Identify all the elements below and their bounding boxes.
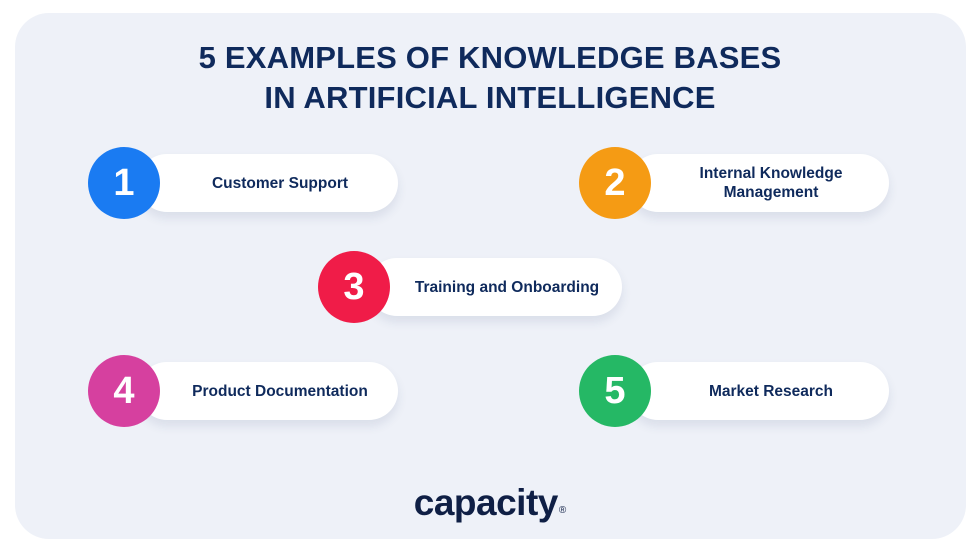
example-item-1: Customer Support 1	[88, 147, 400, 219]
example-label-1: Customer Support	[211, 174, 349, 192]
example-item-4: Product Documentation 4	[88, 355, 400, 427]
example-label-2: Internal Knowledge Management	[699, 165, 843, 201]
example-pill-2: Internal Knowledge Management	[629, 154, 889, 212]
example-item-5: Market Research 5	[579, 355, 891, 427]
number-5: 5	[604, 369, 626, 412]
registered-mark: ®	[558, 505, 567, 516]
example-pill-4: Product Documentation	[138, 362, 398, 420]
example-label-3: Training and Onboarding	[414, 278, 600, 296]
number-2: 2	[604, 161, 626, 204]
example-pill-3: Training and Onboarding	[368, 258, 622, 316]
number-badge-3: 3	[318, 251, 390, 323]
example-item-3: Training and Onboarding 3	[318, 251, 624, 323]
title-line-1: 5 EXAMPLES OF KNOWLEDGE BASES	[198, 40, 782, 75]
logo-text: capacity	[413, 482, 559, 523]
example-label-5: Market Research	[708, 382, 834, 400]
number-badge-5: 5	[579, 355, 651, 427]
title-line-2: IN ARTIFICIAL INTELLIGENCE	[264, 80, 716, 115]
number-badge-1: 1	[88, 147, 160, 219]
infographic-title: 5 EXAMPLES OF KNOWLEDGE BASES IN ARTIFIC…	[0, 38, 980, 118]
number-badge-4: 4	[88, 355, 160, 427]
number-1: 1	[113, 161, 135, 204]
example-item-2: Internal Knowledge Management 2	[579, 147, 891, 219]
example-pill-1: Customer Support	[138, 154, 398, 212]
example-label-4: Product Documentation	[192, 382, 368, 400]
example-pill-5: Market Research	[629, 362, 889, 420]
capacity-logo: capacity®	[0, 478, 980, 528]
number-badge-2: 2	[579, 147, 651, 219]
number-4: 4	[113, 369, 135, 412]
number-3: 3	[343, 265, 365, 308]
